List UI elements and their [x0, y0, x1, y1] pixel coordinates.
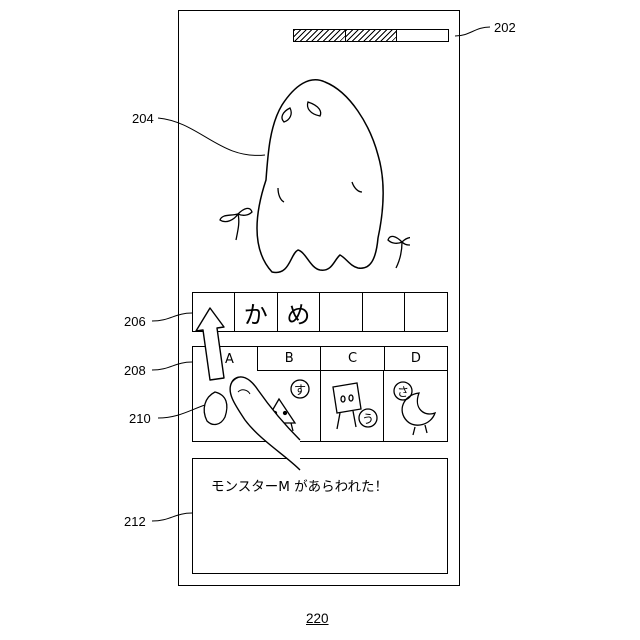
drag-arrow-icon [196, 308, 224, 380]
finger-icon [230, 377, 300, 470]
figure-number: 220 [306, 611, 329, 626]
